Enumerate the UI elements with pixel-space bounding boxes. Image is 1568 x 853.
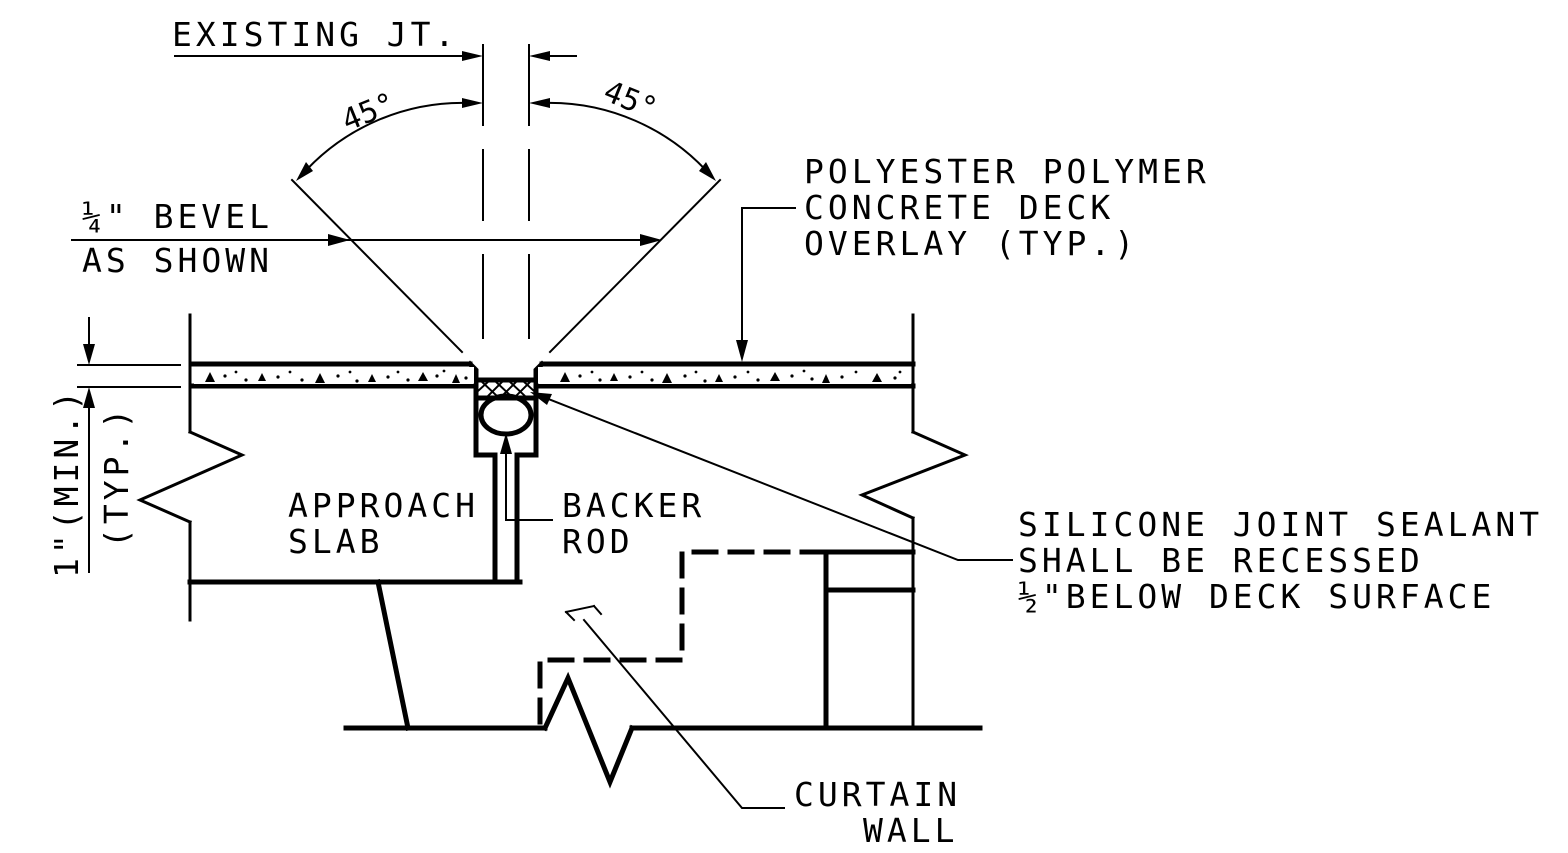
existing-joint-dimension: EXISTING JT. (172, 15, 577, 61)
existing-joint-label: EXISTING JT. (172, 15, 458, 54)
bevel-label-line1: ¼" BEVEL (82, 197, 273, 236)
overlay-label-line1: POLYESTER POLYMER (804, 152, 1210, 191)
backer-rod-leader: BACKER ROD (500, 433, 705, 561)
curtain-label-line2: WALL (863, 811, 958, 850)
overlay-left (194, 367, 474, 384)
backer-label-line2: ROD (562, 522, 634, 561)
sealant-label-line3: ½"BELOW DECK SURFACE (1018, 577, 1495, 616)
overlay-right (538, 367, 911, 384)
thickness-label-line1: 1"(MIN.) (47, 387, 86, 578)
overlay-label-line3: OVERLAY (TYP.) (804, 224, 1138, 263)
abutment-substructure (343, 549, 983, 789)
angle-right-label: 45° (599, 74, 662, 127)
approach-slab: APPROACH SLAB (136, 313, 523, 622)
angle-left-label: 45° (337, 86, 400, 139)
slab-label-line2: SLAB (288, 522, 383, 561)
thickness-dimension: 1"(MIN.) (TYP.) (47, 317, 181, 578)
sealant-leader: SILICONE JOINT SEALANT SHALL BE RECESSED… (530, 392, 1543, 616)
sealant-label-line2: SHALL BE RECESSED (1018, 541, 1424, 580)
bevel-angle-lines: 45° 45° (290, 74, 722, 354)
thickness-label-line2: (TYP.) (97, 405, 136, 548)
backer-rod-shape (478, 393, 534, 437)
slab-label-line1: APPROACH (288, 486, 479, 525)
curtain-label-line1: CURTAIN (794, 775, 961, 814)
curtain-wall-leader: CURTAIN WALL (564, 604, 961, 850)
overlay-label-line2: CONCRETE DECK (804, 188, 1114, 227)
backer-label-line1: BACKER (562, 486, 705, 525)
sealant-label-line1: SILICONE JOINT SEALANT (1018, 505, 1543, 544)
bevel-leader: ¼" BEVEL AS SHOWN (71, 197, 662, 280)
overlay-leader: POLYESTER POLYMER CONCRETE DECK OVERLAY … (736, 152, 1210, 362)
bevel-label-line2: AS SHOWN (82, 241, 273, 280)
existing-joint-lines (482, 44, 530, 339)
